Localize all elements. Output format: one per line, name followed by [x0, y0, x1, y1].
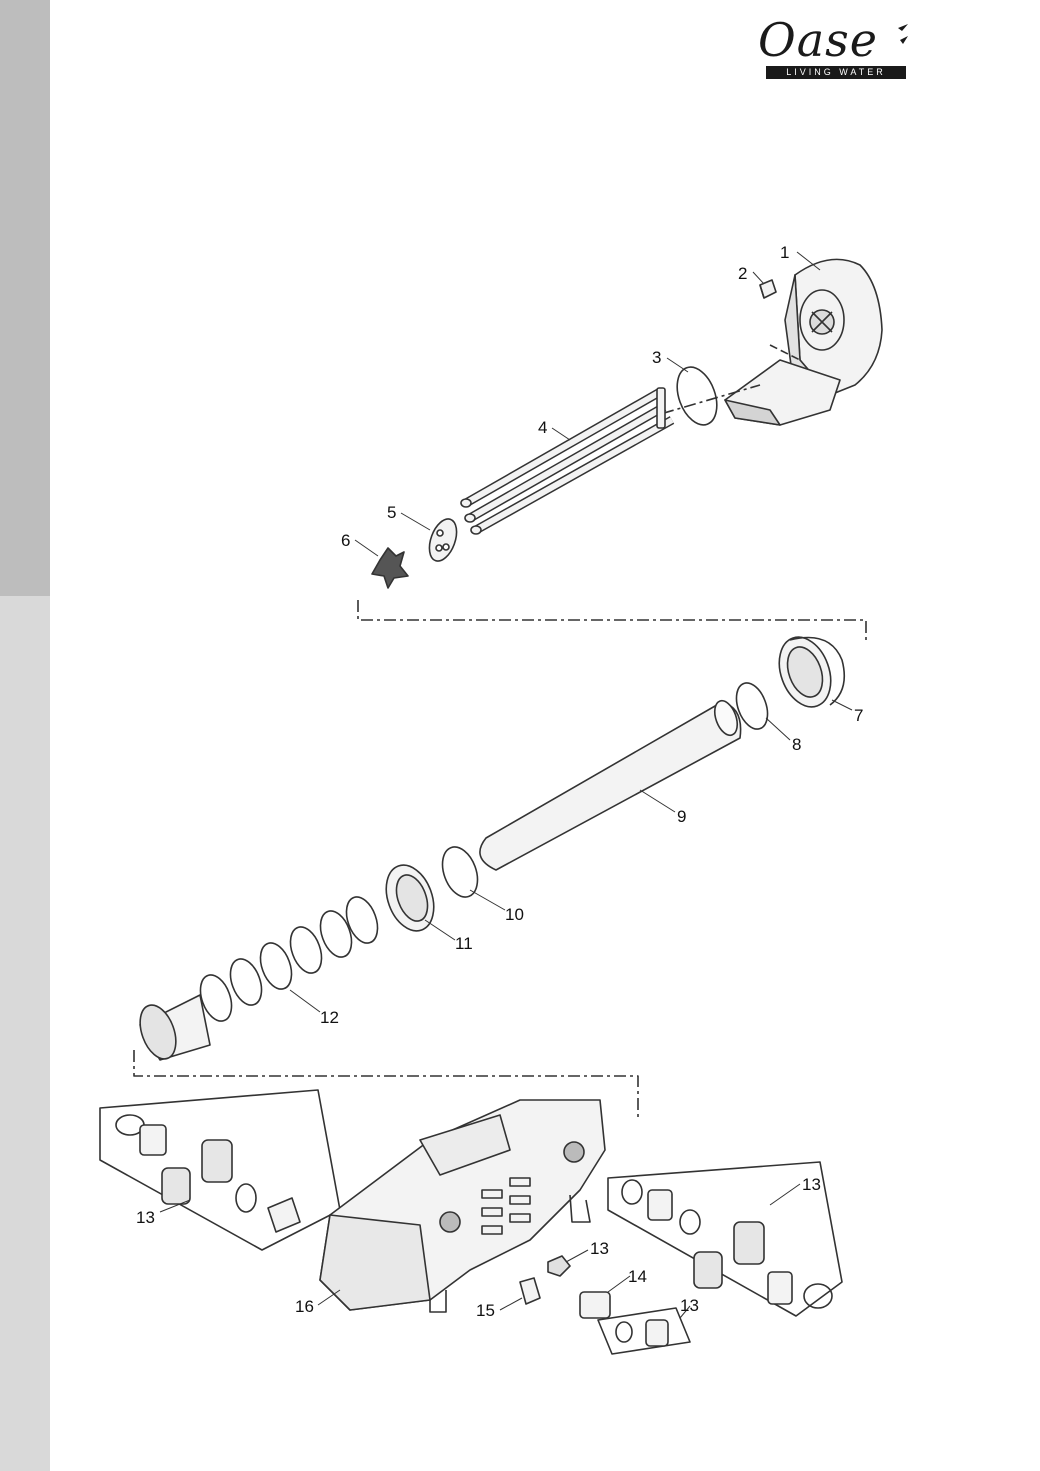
label-part-6: 6: [341, 531, 350, 550]
label-part-10: 10: [505, 905, 524, 924]
logo-tagline: LIVING WATER: [766, 66, 906, 79]
label-part-13-left: 13: [136, 1208, 155, 1227]
label-part-3: 3: [652, 348, 661, 367]
part-9-quartz-glass: [479, 699, 742, 871]
label-part-9: 9: [677, 807, 686, 826]
part-7-union-nut: [778, 636, 846, 708]
label-part-8: 8: [792, 735, 801, 754]
label-part-14: 14: [628, 1267, 647, 1286]
part-12-spiral-cleaner: [139, 896, 379, 1061]
part-11-nut: [385, 864, 435, 932]
label-part-4: 4: [538, 418, 547, 437]
part-5-spacer-disc: [428, 518, 458, 562]
label-part-11: 11: [455, 934, 473, 953]
part-2-clip: [759, 279, 777, 299]
leader-lines: [159, 251, 853, 1319]
part-13-fitting-kit-right: [607, 1161, 843, 1317]
part-16-main-body: [319, 1099, 606, 1313]
label-part-15: 15: [476, 1301, 495, 1320]
logo-drops-icon: [898, 24, 908, 44]
side-tab-dark: [0, 0, 50, 596]
side-tab-light: [0, 596, 50, 1471]
part-13-cap-kit: [597, 1307, 691, 1355]
part-3-oring: [676, 366, 718, 426]
label-part-13-right: 13: [802, 1175, 821, 1194]
oase-logo: Oase LIVING WATER: [756, 14, 916, 82]
part-8-oring: [735, 682, 769, 730]
label-part-13-drain: 13: [590, 1239, 609, 1258]
part-6-star-holder: [371, 547, 409, 589]
part-13-fitting-kit-left: [99, 1089, 341, 1251]
label-part-16: 16: [295, 1297, 314, 1316]
part-10-oring: [441, 846, 479, 898]
label-part-1: 1: [780, 243, 789, 262]
part-15-plug: [519, 1277, 541, 1305]
part-4-uv-lamps: [460, 387, 675, 535]
part-14-adapter: [579, 1291, 611, 1319]
label-part-2: 2: [738, 264, 747, 283]
label-part-5: 5: [387, 503, 396, 522]
logo-wordmark: Oase: [758, 13, 878, 67]
part-13-drain-seal: [547, 1255, 571, 1277]
label-part-12: 12: [320, 1008, 339, 1027]
label-part-13-cap: 13: [680, 1296, 699, 1315]
label-part-7: 7: [854, 706, 863, 725]
part-1-housing-head: [724, 258, 883, 426]
